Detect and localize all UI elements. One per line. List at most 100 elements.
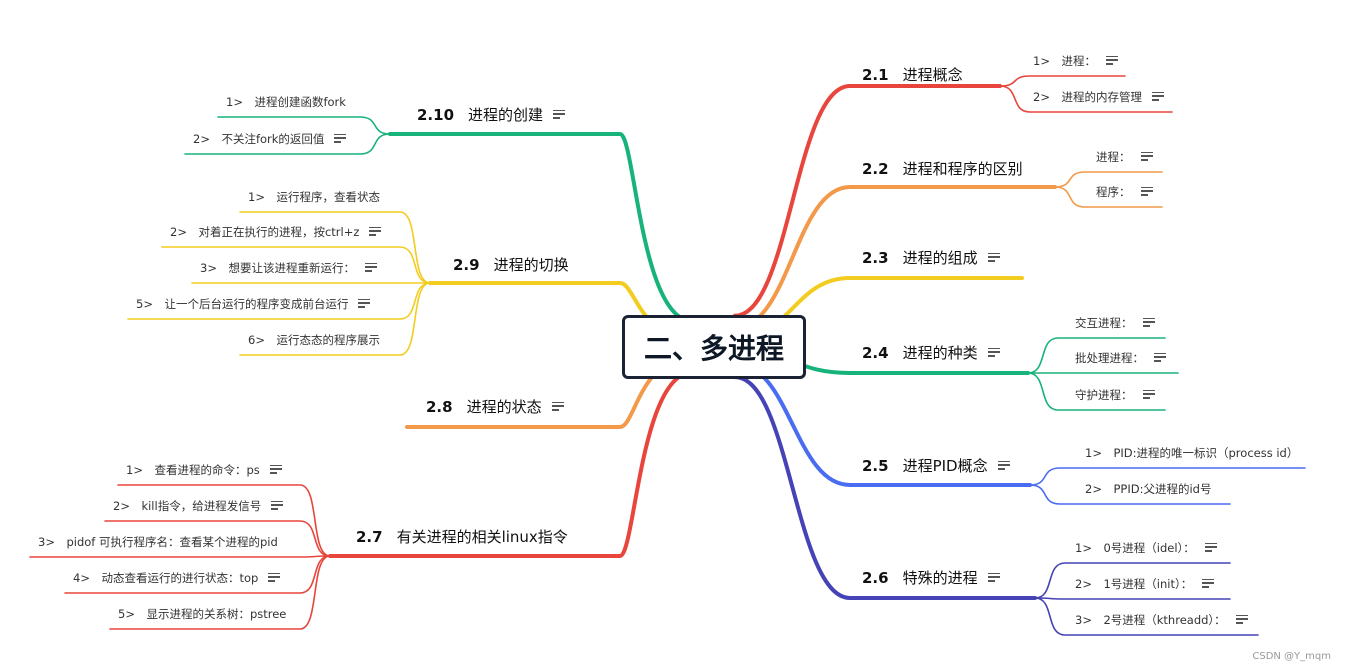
branch-number: 2.3: [862, 249, 889, 267]
leaf-text: 1> 进程创建函数fork: [226, 95, 346, 109]
leaf-node[interactable]: 2> 1号进程（init）：: [1075, 577, 1215, 591]
leaf-text: 2> PPID:父进程的id号: [1085, 482, 1212, 496]
note-icon[interactable]: [1204, 542, 1217, 553]
leaf-node[interactable]: 1> 进程创建函数fork: [226, 95, 346, 109]
note-icon[interactable]: [1142, 389, 1155, 400]
leaf-connector: [1034, 597, 1259, 636]
leaf-text: 2> 对着正在执行的进程，按ctrl+z: [170, 225, 360, 239]
note-icon[interactable]: [1105, 55, 1118, 66]
branch-title: 进程PID概念: [902, 457, 988, 475]
leaf-node[interactable]: 2> PPID:父进程的id号: [1085, 482, 1211, 496]
leaf-connector: [217, 116, 391, 135]
leaf-node[interactable]: 程序：: [1096, 185, 1153, 199]
leaf-text: 3> 想要让该进程重新运行：: [200, 261, 355, 275]
leaf-node[interactable]: 批处理进程：: [1075, 351, 1166, 365]
note-icon[interactable]: [334, 133, 347, 144]
leaf-node[interactable]: 交互进程：: [1075, 316, 1155, 330]
leaf-connector: [1027, 372, 1166, 411]
leaf-node[interactable]: 6> 运行态态的程序展示: [248, 333, 380, 347]
note-icon[interactable]: [987, 572, 1000, 583]
branch-connector: [388, 132, 695, 324]
leaf-text: 1> PID:进程的唯一标识（process id）: [1085, 446, 1299, 460]
leaf-node[interactable]: 守护进程：: [1075, 388, 1155, 402]
note-icon[interactable]: [369, 226, 382, 237]
leaf-text: 交互进程：: [1075, 316, 1133, 330]
leaf-node[interactable]: 1> PID:进程的唯一标识（process id）: [1085, 446, 1298, 460]
note-icon[interactable]: [358, 298, 371, 309]
leaf-connector: [184, 133, 391, 155]
branch-number: 2.9: [453, 256, 480, 274]
leaf-node[interactable]: 1> 运行程序，查看状态: [248, 190, 380, 204]
branch-connector: [733, 84, 1002, 318]
leaf-connector: [999, 85, 1173, 113]
leaf-node[interactable]: 1> 进程：: [1033, 54, 1118, 68]
branch-title: 有关进程的相关linux指令: [396, 528, 568, 546]
note-icon[interactable]: [1142, 317, 1155, 328]
note-icon[interactable]: [553, 109, 566, 120]
leaf-connector: [104, 520, 331, 557]
leaf-connector: [117, 484, 331, 557]
leaf-text: 守护进程：: [1075, 388, 1133, 402]
leaf-connector: [1027, 337, 1166, 374]
leaf-node[interactable]: 5> 显示进程的关系树：pstree: [118, 607, 286, 621]
leaf-node[interactable]: 2> 不关注fork的返回值: [193, 132, 347, 146]
leaf-text: 3> pidof 可执行程序名：查看某个进程的pid: [38, 535, 278, 549]
leaf-node[interactable]: 4> 动态查看运行的进行状态：top: [73, 571, 281, 585]
leaf-node[interactable]: 3> 2号进程（kthreadd）：: [1075, 613, 1248, 627]
leaf-node[interactable]: 2> kill指令，给进程发信号: [113, 499, 284, 513]
leaf-node[interactable]: 3> 想要让该进程重新运行：: [200, 261, 377, 275]
leaf-text: 批处理进程：: [1075, 351, 1144, 365]
note-icon[interactable]: [987, 252, 1000, 263]
leaf-node[interactable]: 1> 0号进程（idel）：: [1075, 541, 1217, 555]
note-icon[interactable]: [269, 464, 282, 475]
leaf-node[interactable]: 2> 进程的内存管理: [1033, 90, 1164, 104]
leaf-node[interactable]: 进程：: [1096, 150, 1153, 164]
branch-title: 进程的切换: [493, 256, 569, 274]
branch-node-b25[interactable]: 2.5 进程PID概念: [862, 457, 1010, 475]
leaf-text: 4> 动态查看运行的进行状态：top: [73, 571, 259, 585]
root-node[interactable]: 二、多进程: [622, 315, 806, 379]
leaf-text: 1> 运行程序，查看状态: [248, 190, 380, 204]
leaf-text: 5> 显示进程的关系树：pstree: [118, 607, 287, 621]
note-icon[interactable]: [271, 500, 284, 511]
note-icon[interactable]: [1140, 151, 1153, 162]
leaf-node[interactable]: 2> 对着正在执行的进程，按ctrl+z: [170, 225, 382, 239]
leaf-text: 1> 0号进程（idel）：: [1075, 541, 1195, 555]
branch-number: 2.10: [417, 106, 455, 124]
leaf-node[interactable]: 5> 让一个后台运行的程序变成前台运行: [136, 297, 371, 311]
leaf-connector: [1034, 597, 1231, 600]
branch-title: 进程和程序的区别: [902, 160, 1023, 178]
note-icon[interactable]: [1140, 186, 1153, 197]
leaf-connector: [1029, 467, 1306, 486]
branch-connector: [733, 375, 1037, 600]
note-icon[interactable]: [997, 460, 1010, 471]
note-icon[interactable]: [1235, 614, 1248, 625]
leaf-connector: [1029, 484, 1231, 505]
note-icon[interactable]: [551, 401, 564, 412]
branch-title: 进程概念: [902, 66, 963, 84]
branch-title: 特殊的进程: [902, 569, 978, 587]
note-icon[interactable]: [1202, 578, 1215, 589]
note-icon[interactable]: [1154, 352, 1166, 363]
note-icon[interactable]: [987, 347, 1000, 358]
branch-node-b29[interactable]: 2.9 进程的切换: [453, 256, 569, 274]
leaf-node[interactable]: 1> 查看进程的命令：ps: [126, 463, 282, 477]
note-icon[interactable]: [268, 572, 281, 583]
leaf-connector: [29, 555, 331, 558]
leaf-connector: [999, 75, 1126, 87]
leaf-connector: [1054, 186, 1163, 208]
branch-connector: [328, 370, 695, 558]
note-icon[interactable]: [1151, 91, 1164, 102]
branch-number: 2.5: [862, 457, 889, 475]
leaf-node[interactable]: 3> pidof 可执行程序名：查看某个进程的pid: [38, 535, 278, 549]
note-icon[interactable]: [364, 262, 377, 273]
branch-title: 进程的状态: [466, 398, 542, 416]
